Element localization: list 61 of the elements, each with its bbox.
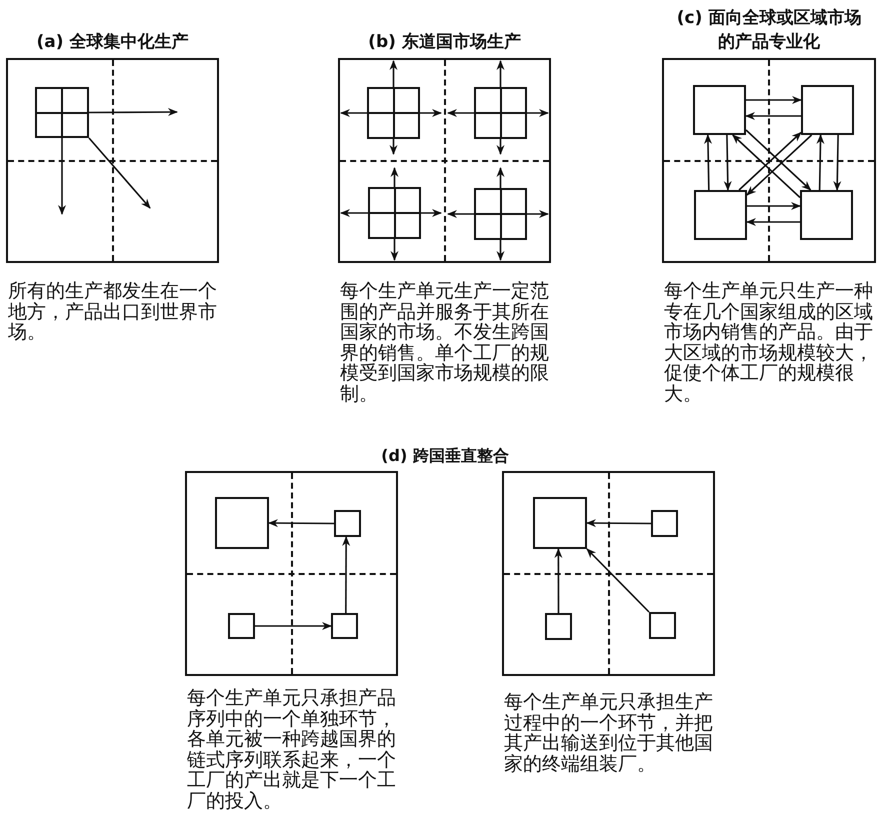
factory-box bbox=[651, 510, 678, 537]
arrow bbox=[390, 167, 398, 187]
factory-box bbox=[545, 613, 572, 640]
factory-box bbox=[649, 612, 676, 639]
factory-box bbox=[228, 613, 255, 639]
arrow bbox=[88, 137, 151, 209]
factory-box bbox=[334, 510, 361, 537]
arrow bbox=[447, 109, 474, 117]
factory-box bbox=[215, 497, 269, 549]
arrow bbox=[747, 202, 801, 210]
arrow bbox=[496, 60, 504, 87]
factory-box bbox=[474, 188, 527, 240]
arrow bbox=[704, 134, 712, 190]
arrow bbox=[745, 112, 801, 120]
arrow bbox=[496, 240, 504, 261]
arrow bbox=[586, 548, 650, 613]
factory-box bbox=[694, 190, 747, 240]
arrow bbox=[738, 132, 802, 191]
factory-box bbox=[367, 87, 420, 139]
arrow bbox=[342, 536, 350, 613]
section-title: (d) 跨国垂直整合 bbox=[380, 446, 510, 467]
arrow bbox=[447, 210, 474, 218]
arrow bbox=[746, 218, 800, 226]
arrow bbox=[89, 108, 178, 116]
factory-box bbox=[800, 190, 853, 240]
arrow bbox=[527, 210, 549, 218]
factory-box bbox=[693, 85, 746, 135]
arrow bbox=[496, 139, 504, 155]
arrow bbox=[421, 209, 442, 217]
arrow bbox=[816, 134, 824, 190]
factory-box bbox=[801, 85, 854, 135]
arrow bbox=[268, 519, 334, 528]
panel-heading: (a) 全球集中化生产 bbox=[36, 31, 190, 54]
panel-description: 每个生产单元生产一定范围的产品并服务于其所在国家的市场。不发生跨国界的销售。单个工厂的规模受到国家市场规模的限制。 bbox=[340, 281, 550, 404]
arrow bbox=[724, 134, 732, 191]
factory-box bbox=[368, 187, 421, 239]
arrow bbox=[833, 134, 842, 191]
arrow bbox=[420, 109, 442, 117]
arrow bbox=[746, 96, 802, 104]
panel-heading: (b) 东道国市场生产 bbox=[367, 31, 522, 54]
arrow bbox=[527, 109, 549, 117]
panel-description: 每个生产单元只生产一种专在几个国家组成的区域市场内销售的产品。由于大区域的市场规模较大，促使个体工厂的规模很大。 bbox=[664, 281, 874, 404]
arrow bbox=[390, 139, 398, 155]
factory-box bbox=[533, 497, 587, 549]
arrow bbox=[554, 548, 562, 613]
arrow bbox=[390, 60, 398, 87]
panel-description: 每个生产单元只承担产品序列中的一个单独环节，各单元被一种跨越国界的链式序列联系起来，一个工厂的产出就是下一个工厂的投入。 bbox=[187, 688, 397, 811]
factory-box bbox=[474, 87, 527, 139]
arrow bbox=[496, 167, 504, 188]
arrow bbox=[586, 519, 651, 528]
factory-box bbox=[331, 613, 358, 639]
panel-heading: (c) 面向全球或区域市场的产品专业化 bbox=[676, 6, 862, 54]
arrow bbox=[340, 209, 368, 217]
factory-box bbox=[35, 87, 89, 138]
arrow bbox=[732, 134, 801, 198]
arrow bbox=[58, 138, 66, 215]
panel-description: 每个生产单元只承担生产过程中的一个环节，并把其产出输送到位于其他国家的终端组装厂。 bbox=[504, 692, 714, 774]
arrow bbox=[340, 109, 367, 117]
panel-description: 所有的生产都发生在一个地方，产品出口到世界市场。 bbox=[8, 281, 218, 342]
arrow bbox=[390, 239, 398, 261]
arrow bbox=[255, 622, 332, 630]
